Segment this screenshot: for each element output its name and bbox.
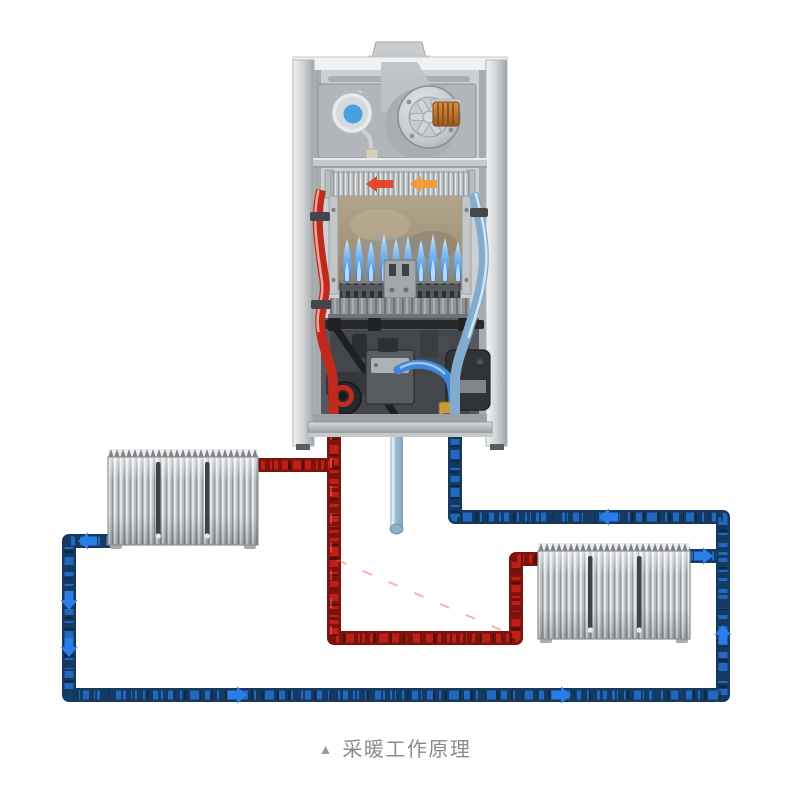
radiator-fins-top bbox=[538, 543, 690, 552]
condensate-drain-pipe bbox=[389, 425, 404, 535]
radiator-section-gap bbox=[156, 462, 161, 538]
internal-supply-pipe bbox=[310, 188, 339, 425]
heat-exchanger bbox=[324, 169, 476, 199]
caption-text: 采暖工作原理 bbox=[342, 739, 472, 761]
radiator-left bbox=[107, 449, 259, 549]
internal-return-pipe bbox=[450, 191, 489, 424]
boiler-case-left bbox=[292, 59, 315, 447]
divider-shelf bbox=[313, 158, 487, 168]
boiler-bottom-shelf bbox=[313, 414, 487, 424]
radiator-section-gap bbox=[637, 556, 642, 632]
mounting-rail bbox=[316, 320, 484, 329]
radiator-fins-top bbox=[108, 449, 258, 458]
pressure-switch-dial bbox=[343, 104, 363, 124]
boiler bbox=[292, 41, 508, 450]
radiator-section-gap bbox=[205, 462, 210, 538]
burner bbox=[339, 259, 461, 299]
heating-loop-supply-pipe bbox=[254, 424, 542, 645]
radiator-section-gap bbox=[588, 556, 593, 632]
air-pressure-switch bbox=[329, 90, 379, 167]
boiler-foot bbox=[296, 444, 310, 450]
boiler-foot bbox=[490, 444, 504, 450]
triangle-marker-icon: ▲ bbox=[318, 741, 333, 757]
fan-motor-coil bbox=[432, 101, 460, 127]
fan-assembly bbox=[385, 85, 462, 160]
burner-bracket bbox=[383, 259, 417, 299]
burner-shelf bbox=[330, 298, 470, 316]
caption: ▲ 采暖工作原理 bbox=[0, 733, 790, 762]
radiator-right bbox=[537, 543, 691, 643]
